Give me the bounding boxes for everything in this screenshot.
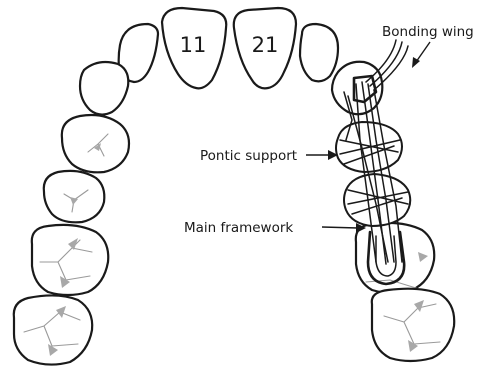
- label-bonding-wing: Bonding wing: [382, 24, 474, 40]
- tooth-molar-right: [372, 289, 454, 361]
- tooth-second-premolar-left: [44, 171, 105, 222]
- tooth-number-21: 21: [252, 33, 279, 57]
- tooth-canine-left: [80, 62, 128, 115]
- tooth-number-11: 11: [180, 33, 207, 57]
- label-main-framework: Main framework: [184, 220, 293, 236]
- label-pontic-support: Pontic support: [200, 148, 297, 164]
- leader-bonding-wing: [416, 42, 430, 62]
- tooth-lateral-incisor-right: [300, 24, 338, 81]
- tooth-first-molar-left: [32, 225, 108, 295]
- tooth-second-molar-left: [14, 295, 92, 364]
- tooth-first-premolar-left: [62, 115, 129, 172]
- leader-main-framework: [322, 227, 358, 228]
- pontic-tooth-lower: [344, 174, 410, 226]
